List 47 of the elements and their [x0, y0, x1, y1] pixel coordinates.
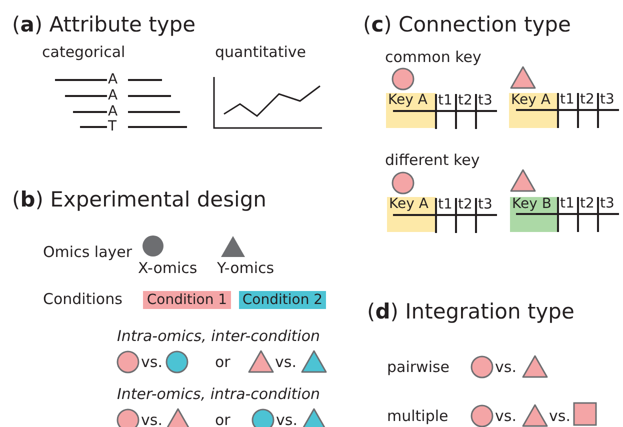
- text-label: vs.: [495, 358, 516, 376]
- table-header-text: t1: [560, 196, 574, 212]
- table-header-text: t1: [438, 197, 452, 213]
- text-label: Conditions: [43, 290, 122, 308]
- text-label: or: [215, 412, 230, 427]
- base-letter: A: [108, 88, 118, 104]
- text-label: different key: [385, 152, 480, 168]
- table-header-text: t3: [600, 196, 614, 212]
- text-label: Y-omics: [217, 260, 274, 276]
- key-cell: Key B: [510, 197, 558, 232]
- base-letter: T: [108, 119, 117, 135]
- panel-title: (a) Attribute type: [12, 13, 196, 37]
- table-header-text: t1: [560, 92, 574, 108]
- key-cell: Key A: [386, 93, 436, 128]
- text-label: vs.: [276, 412, 298, 427]
- text-label: pairwise: [387, 358, 450, 376]
- key-cell: Key A: [387, 197, 436, 232]
- panel-title: (c) Connection type: [363, 13, 571, 37]
- table-header-text: t3: [478, 93, 492, 109]
- text-label: vs.: [495, 408, 516, 424]
- table-header-text: t3: [600, 92, 614, 108]
- panel-title: (b) Experimental design: [12, 188, 266, 212]
- table-header-text: t2: [580, 196, 594, 212]
- base-letter: A: [108, 72, 118, 88]
- condition-tag: Condition 1: [143, 291, 231, 309]
- comparison-heading: Intra-omics, inter-condition: [117, 328, 320, 344]
- table-header-text: t2: [580, 92, 594, 108]
- text-label: Omics layer: [43, 244, 132, 260]
- text-label: vs.: [275, 354, 296, 370]
- table-header-text: t2: [458, 93, 472, 109]
- table-header-text: t2: [458, 197, 472, 213]
- text-label: categorical: [42, 44, 126, 60]
- panel-title: (d) Integration type: [367, 300, 574, 324]
- key-cell: Key A: [509, 93, 558, 128]
- text-label: common key: [385, 48, 482, 66]
- text-label: vs.: [141, 354, 162, 370]
- text-label: quantitative: [215, 44, 306, 60]
- table-header-text: t3: [478, 197, 492, 213]
- comparison-heading: Inter-omics, intra-condition: [117, 386, 320, 402]
- base-letter: A: [108, 104, 118, 120]
- text-label: or: [215, 354, 230, 370]
- condition-tag: Condition 2: [239, 291, 326, 309]
- table-header-text: t1: [438, 93, 452, 109]
- text-label: multiple: [387, 408, 448, 424]
- text-label: X-omics: [138, 260, 198, 276]
- text-label: vs.: [549, 408, 570, 424]
- text-label: vs.: [141, 412, 162, 427]
